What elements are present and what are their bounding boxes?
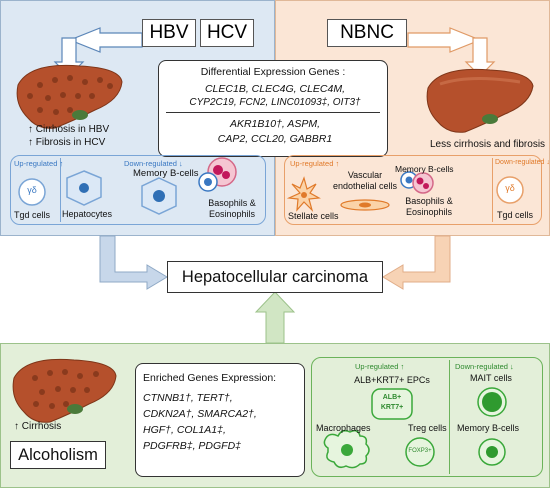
- viral-basophils-label-line1: Basophils &: [208, 198, 256, 208]
- enriched-genes-line4: PDGFRB‡, PDGFD‡: [143, 440, 242, 452]
- deg-up-genes-line1: AKR1B10†, ASPM,: [229, 118, 321, 130]
- viral-down-label: Down-regulated ↓: [124, 159, 183, 168]
- alcohol-cirrhosis-note: ↑ Cirrhosis: [14, 421, 62, 432]
- hcc-box: Hepatocellular carcinoma: [167, 261, 383, 293]
- deg-divider: [166, 112, 380, 113]
- nbnc-basophils-label-line1: Basophils &: [405, 196, 453, 206]
- deg-up-genes-line2: CAP2, CCL20, GABBR1: [217, 133, 333, 145]
- deg-down-genes-line2: CYP2C19, FCN2, LINC01093‡, OIT3†: [189, 97, 361, 108]
- viral-up-label: Up-regulated ↑: [14, 159, 64, 168]
- nbnc-basophils-label-line2: Eosinophils: [405, 207, 453, 217]
- hcv-label: HCV: [200, 19, 254, 47]
- stellate-label: Stellate cells: [288, 211, 339, 221]
- epc-cell-icon: [371, 388, 413, 420]
- epc-label: ALB+KRT7+ EPCs: [354, 375, 430, 385]
- nbnc-label: NBNC: [327, 19, 407, 47]
- nbnc-to-hcc-arrow-icon: [382, 235, 451, 290]
- tgd-cells-label: Tgd cells: [14, 210, 51, 220]
- alcohol-cells-divider: [449, 360, 450, 474]
- viral-cells-divider: [60, 158, 61, 222]
- enriched-genes-box: [135, 363, 305, 477]
- alcoholism-title: Alcoholism: [10, 441, 106, 469]
- alcohol-memory-b-label: Memory B-cells: [457, 423, 520, 433]
- alcohol-cells-box: [311, 357, 543, 477]
- nbnc-tgd-cell-icon: [496, 176, 524, 204]
- viral-memory-b-label: Memory B-cells: [133, 168, 199, 179]
- hcv-fibrosis-note: ↑ Fibrosis in HCV: [28, 137, 106, 148]
- viral-to-hcc-arrow-icon: [99, 235, 168, 290]
- nbnc-cells-box: [284, 155, 542, 225]
- tgd-cell-icon: [18, 178, 46, 206]
- alcohol-down-label: Down-regulated ↓: [455, 362, 514, 371]
- nbnc-arrow-icon: [407, 27, 482, 53]
- treg-cell-icon: [405, 437, 435, 467]
- nbnc-down-arrow-icon: [464, 37, 496, 77]
- cirrhotic-liver-icon: [16, 64, 123, 129]
- nbnc-down-label: Down-regulated ↓: [495, 159, 550, 166]
- hbv-cirrhosis-note: ↑ Cirrhosis in HBV: [28, 124, 110, 135]
- tgd-symbol: γδ: [27, 185, 37, 195]
- treg-label: Treg cells: [408, 423, 447, 433]
- smooth-liver-icon: [426, 68, 534, 133]
- nbnc-memory-b-label: Memory B-cells: [395, 164, 454, 174]
- hepatocytes-label: Hepatocytes: [62, 209, 113, 219]
- nbnc-up-label: Up-regulated ↑: [290, 159, 340, 168]
- nbnc-tgd-cells-label: Tgd cells: [497, 210, 534, 220]
- mait-label: MAIT cells: [470, 373, 512, 383]
- enriched-genes-line1: CTNNB1†, TERT†,: [143, 392, 233, 404]
- vascular-label-line2: endothelial cells: [332, 181, 398, 191]
- deg-down-genes-line1: CLEC1B, CLEC4G, CLEC4M,: [204, 83, 346, 95]
- deg-title: Differential Expression Genes :: [200, 66, 346, 78]
- alcohol-to-hcc-arrow-icon: [254, 291, 296, 344]
- viral-basophils-label-line2: Eosinophils: [208, 209, 256, 219]
- vascular-label-line1: Vascular: [347, 170, 383, 180]
- alcohol-liver-icon: [12, 358, 117, 423]
- deg-box: [158, 60, 388, 157]
- nbnc-cells-divider: [492, 158, 493, 222]
- enriched-genes-line3: HGF†, COL1A1‡,: [143, 424, 226, 436]
- krt7-marker: KRT7+: [380, 404, 404, 411]
- enriched-title: Enriched Genes Expression:: [143, 372, 277, 384]
- viral-cells-box: [10, 155, 266, 225]
- alb-marker: ALB+: [382, 394, 402, 401]
- alcohol-up-label: Up-regulated ↑: [355, 362, 405, 371]
- foxp3-marker: FOXP3+: [408, 448, 432, 454]
- nbnc-tgd-symbol: γδ: [505, 183, 515, 193]
- hbv-label: HBV: [142, 19, 196, 47]
- enriched-genes-line2: CDKN2A†, SMARCA2†,: [143, 408, 257, 420]
- nbnc-note: Less cirrhosis and fibrosis: [430, 139, 546, 150]
- hbv-arrow-icon: [68, 27, 143, 53]
- macrophages-label: Macrophages: [316, 423, 371, 433]
